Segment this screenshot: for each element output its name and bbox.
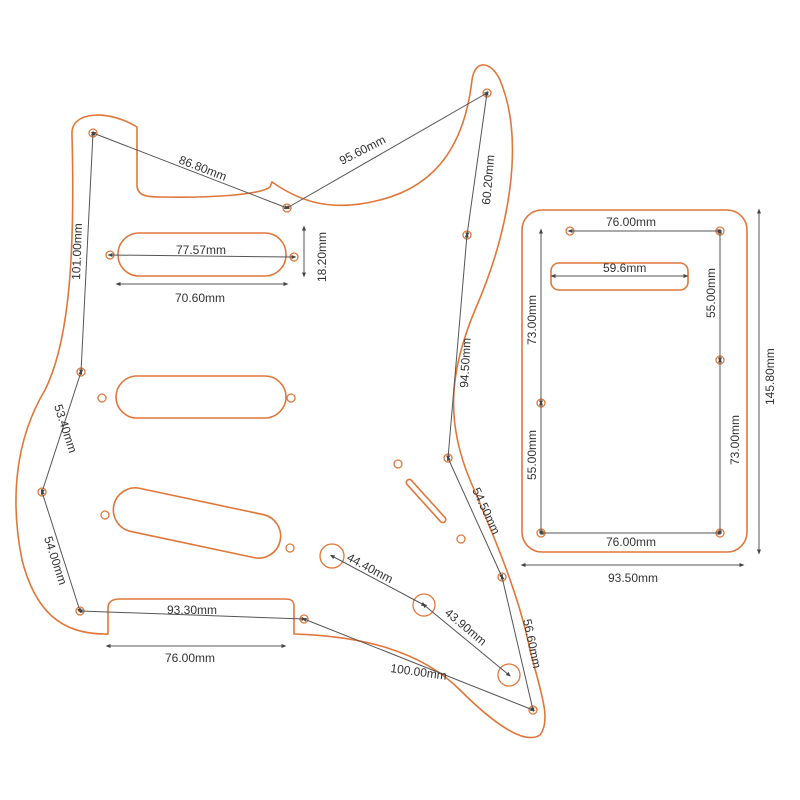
dim-101-00: 101.00mm xyxy=(69,223,85,280)
dim-95-60: 95.60mm xyxy=(337,132,388,167)
dimension-lines xyxy=(40,90,536,713)
dim-18-20: 18.20mm xyxy=(315,232,329,282)
backplate-dim-left-upper: 73.00mm xyxy=(525,295,539,345)
dim-100-00: 100.00mm xyxy=(390,661,448,683)
dim-53-40: 53.40mm xyxy=(51,403,80,455)
switch-slot xyxy=(405,478,447,524)
dim-76-00: 76.00mm xyxy=(165,651,215,665)
dim-77-57: 77.57mm xyxy=(176,243,226,257)
backplate-dim-left-lower: 55.00mm xyxy=(525,430,539,480)
dim-94-50: 94.50mm xyxy=(457,337,474,388)
backplate-dim-right-lower: 73.00mm xyxy=(728,415,742,465)
backplate xyxy=(520,208,761,567)
dim-93-30: 93.30mm xyxy=(167,603,217,617)
middle-pickup-cutout xyxy=(115,375,287,419)
pickguard-outline xyxy=(15,64,546,739)
dim-43-90: 43.90mm xyxy=(442,606,489,649)
backplate-dim-slot: 59.6mm xyxy=(603,261,646,275)
dim-86-80: 86.80mm xyxy=(177,153,229,184)
backplate-dim-right-upper: 55.00mm xyxy=(704,268,718,318)
dim-54-00: 54.00mm xyxy=(41,535,70,587)
bridge-pickup-cutout xyxy=(112,487,282,559)
backplate-dim-bottom: 76.00mm xyxy=(606,535,656,549)
backplate-dim-width: 93.50mm xyxy=(608,571,658,585)
backplate-dim-top: 76.00mm xyxy=(606,215,656,229)
dim-70-60: 70.60mm xyxy=(175,291,225,305)
dim-54-50: 54.50mm xyxy=(469,485,503,536)
dim-44-40: 44.40mm xyxy=(345,550,396,586)
dim-60-20: 60.20mm xyxy=(479,154,497,205)
backplate-dim-height: 145.80mm xyxy=(763,348,777,405)
dim-56-60: 56.60mm xyxy=(520,618,544,670)
